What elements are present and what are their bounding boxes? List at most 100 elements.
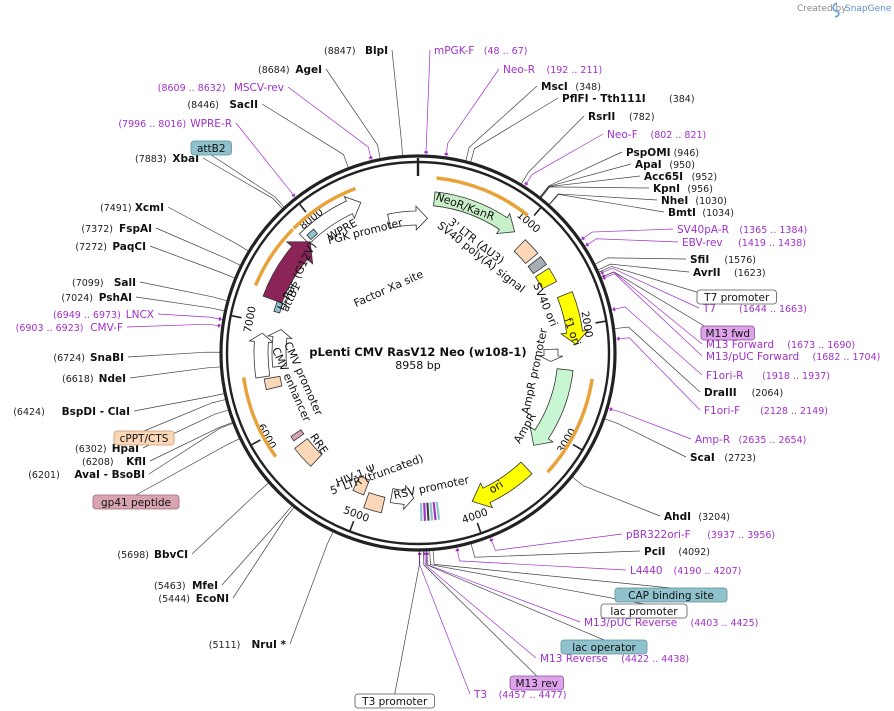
primer-position: (1419 .. 1438) [738,238,806,249]
lac-region-mark [426,502,430,521]
primer-position: (4422 .. 4438) [621,654,689,665]
lac-region-mark [423,502,427,521]
site-name: XbaI [172,153,199,165]
primer-leader-line [580,228,674,241]
attb1-feature-box [273,300,284,314]
site-name: EcoNI [196,593,229,605]
site-name: SalI [114,277,136,289]
primer-name: T7 [702,303,716,315]
boxed-label-box [190,140,232,156]
cmv-orf-arc [241,377,278,458]
boxed-label-text: gp41 peptide [101,497,171,509]
ampr-promoter-arrow [538,348,564,362]
primer-binding-mark [585,242,590,247]
primer-position: (6949 .. 6973) [53,310,121,321]
sv40pa-feature-box [527,256,548,275]
site-leader-line [600,271,728,341]
primer-binding-mark [600,270,604,275]
boxed-label-box [354,693,435,709]
site-position: (7372) [81,224,113,235]
primer-name: F1ori-F [704,405,740,417]
site-name: SnaBI [90,352,124,364]
boxed-label-box [509,675,564,691]
site-leader-line [155,227,241,266]
site-name: NheI [661,195,688,207]
credit-brand: SnapGene [845,4,892,14]
site-position: (5463) [154,581,186,592]
site-name: AvaI - BsoBI [74,469,145,481]
site-leader-line [539,151,623,198]
site-name: BmtI [668,207,696,219]
plasmid-size: 8958 bp [395,359,440,372]
primer-leader-line [425,49,431,156]
attb2-feature-box [306,228,319,241]
primer-name: EBV-rev [682,237,723,249]
ltr3-feature-box [513,239,539,265]
site-position: (6724) [53,353,85,364]
psi-feature-box [352,475,370,496]
bp-tick-label: 4000 [460,506,489,526]
bp-tick-mark [595,320,607,324]
site-name: FspAI [119,223,152,235]
primer-name: M13 Reverse [540,653,608,665]
label-rsv: RSV promoter [392,473,470,502]
primer-position: (2635 .. 2654) [739,435,807,446]
primer-leader-line [287,86,372,161]
site-position: (4092) [678,547,710,558]
site-leader-line [129,366,221,379]
site-leader-line [261,103,349,168]
primer-position: (4403 .. 4425) [691,618,759,629]
site-position: (1034) [702,208,734,219]
site-leader-line [548,193,658,205]
label-sv40ori: SV40 ori [530,281,560,329]
gp41-feature-box [290,429,305,442]
site-leader-line [232,507,295,599]
site-name: SacII [229,99,258,111]
primer-leader-line [489,533,623,551]
ampr-feature-arrow [529,368,574,446]
boxed-label-text: M13 rev [515,678,558,690]
site-position: (8847) [324,46,356,57]
site-name: AvrII [693,267,721,279]
primer-position: (1673 .. 1690) [787,340,855,351]
site-name: XcmI [135,202,164,214]
site-position: (8446) [187,100,219,111]
bp-tick-mark [230,314,242,319]
primer-position: (8609 .. 8632) [158,83,226,94]
bp-tick-mark [250,439,261,446]
site-name: AhdI [664,511,691,523]
sv40ori-feature-box [534,267,558,290]
bp-tick-label: 7000 [242,305,259,334]
ampr-orf-arc [546,378,594,474]
site-leader-line [325,68,381,159]
site-name: MscI [541,81,568,93]
primer-position: (802 .. 821) [651,130,707,141]
bp-tick-mark [348,520,355,532]
boxed-label-text: lac operator [572,642,636,654]
wpre-orf-arc [292,186,357,230]
cppt-feature-box [263,375,283,391]
primer-binding-mark [581,236,585,241]
site-name: HpaI [112,443,139,455]
primer-leader-line [445,68,500,158]
site-position: (5698) [117,550,149,561]
primer-name: F1ori-R [706,370,743,382]
primer-name: Neo-F [607,129,638,141]
site-leader-line [135,438,240,496]
primer-leader-line [126,323,222,328]
site-name: PshAI [99,292,132,304]
primer-name: LNCX [126,309,154,321]
site-name: ScaI [690,452,715,464]
site-name: BbvCI [154,549,188,561]
site-position: (7883) [135,154,167,165]
site-name: PciI [644,546,665,558]
site-name: PflFI - Tth111I [562,93,646,105]
boxed-label-text: T3 promoter [361,696,428,708]
primer-leader-line [601,273,703,357]
primer-leader-line [611,306,703,376]
site-name: SfiI [690,254,709,266]
site-leader-line [429,550,645,605]
site-name: MfeI [192,580,218,592]
primer-name: T3 [473,689,487,701]
site-leader-line [432,550,672,589]
